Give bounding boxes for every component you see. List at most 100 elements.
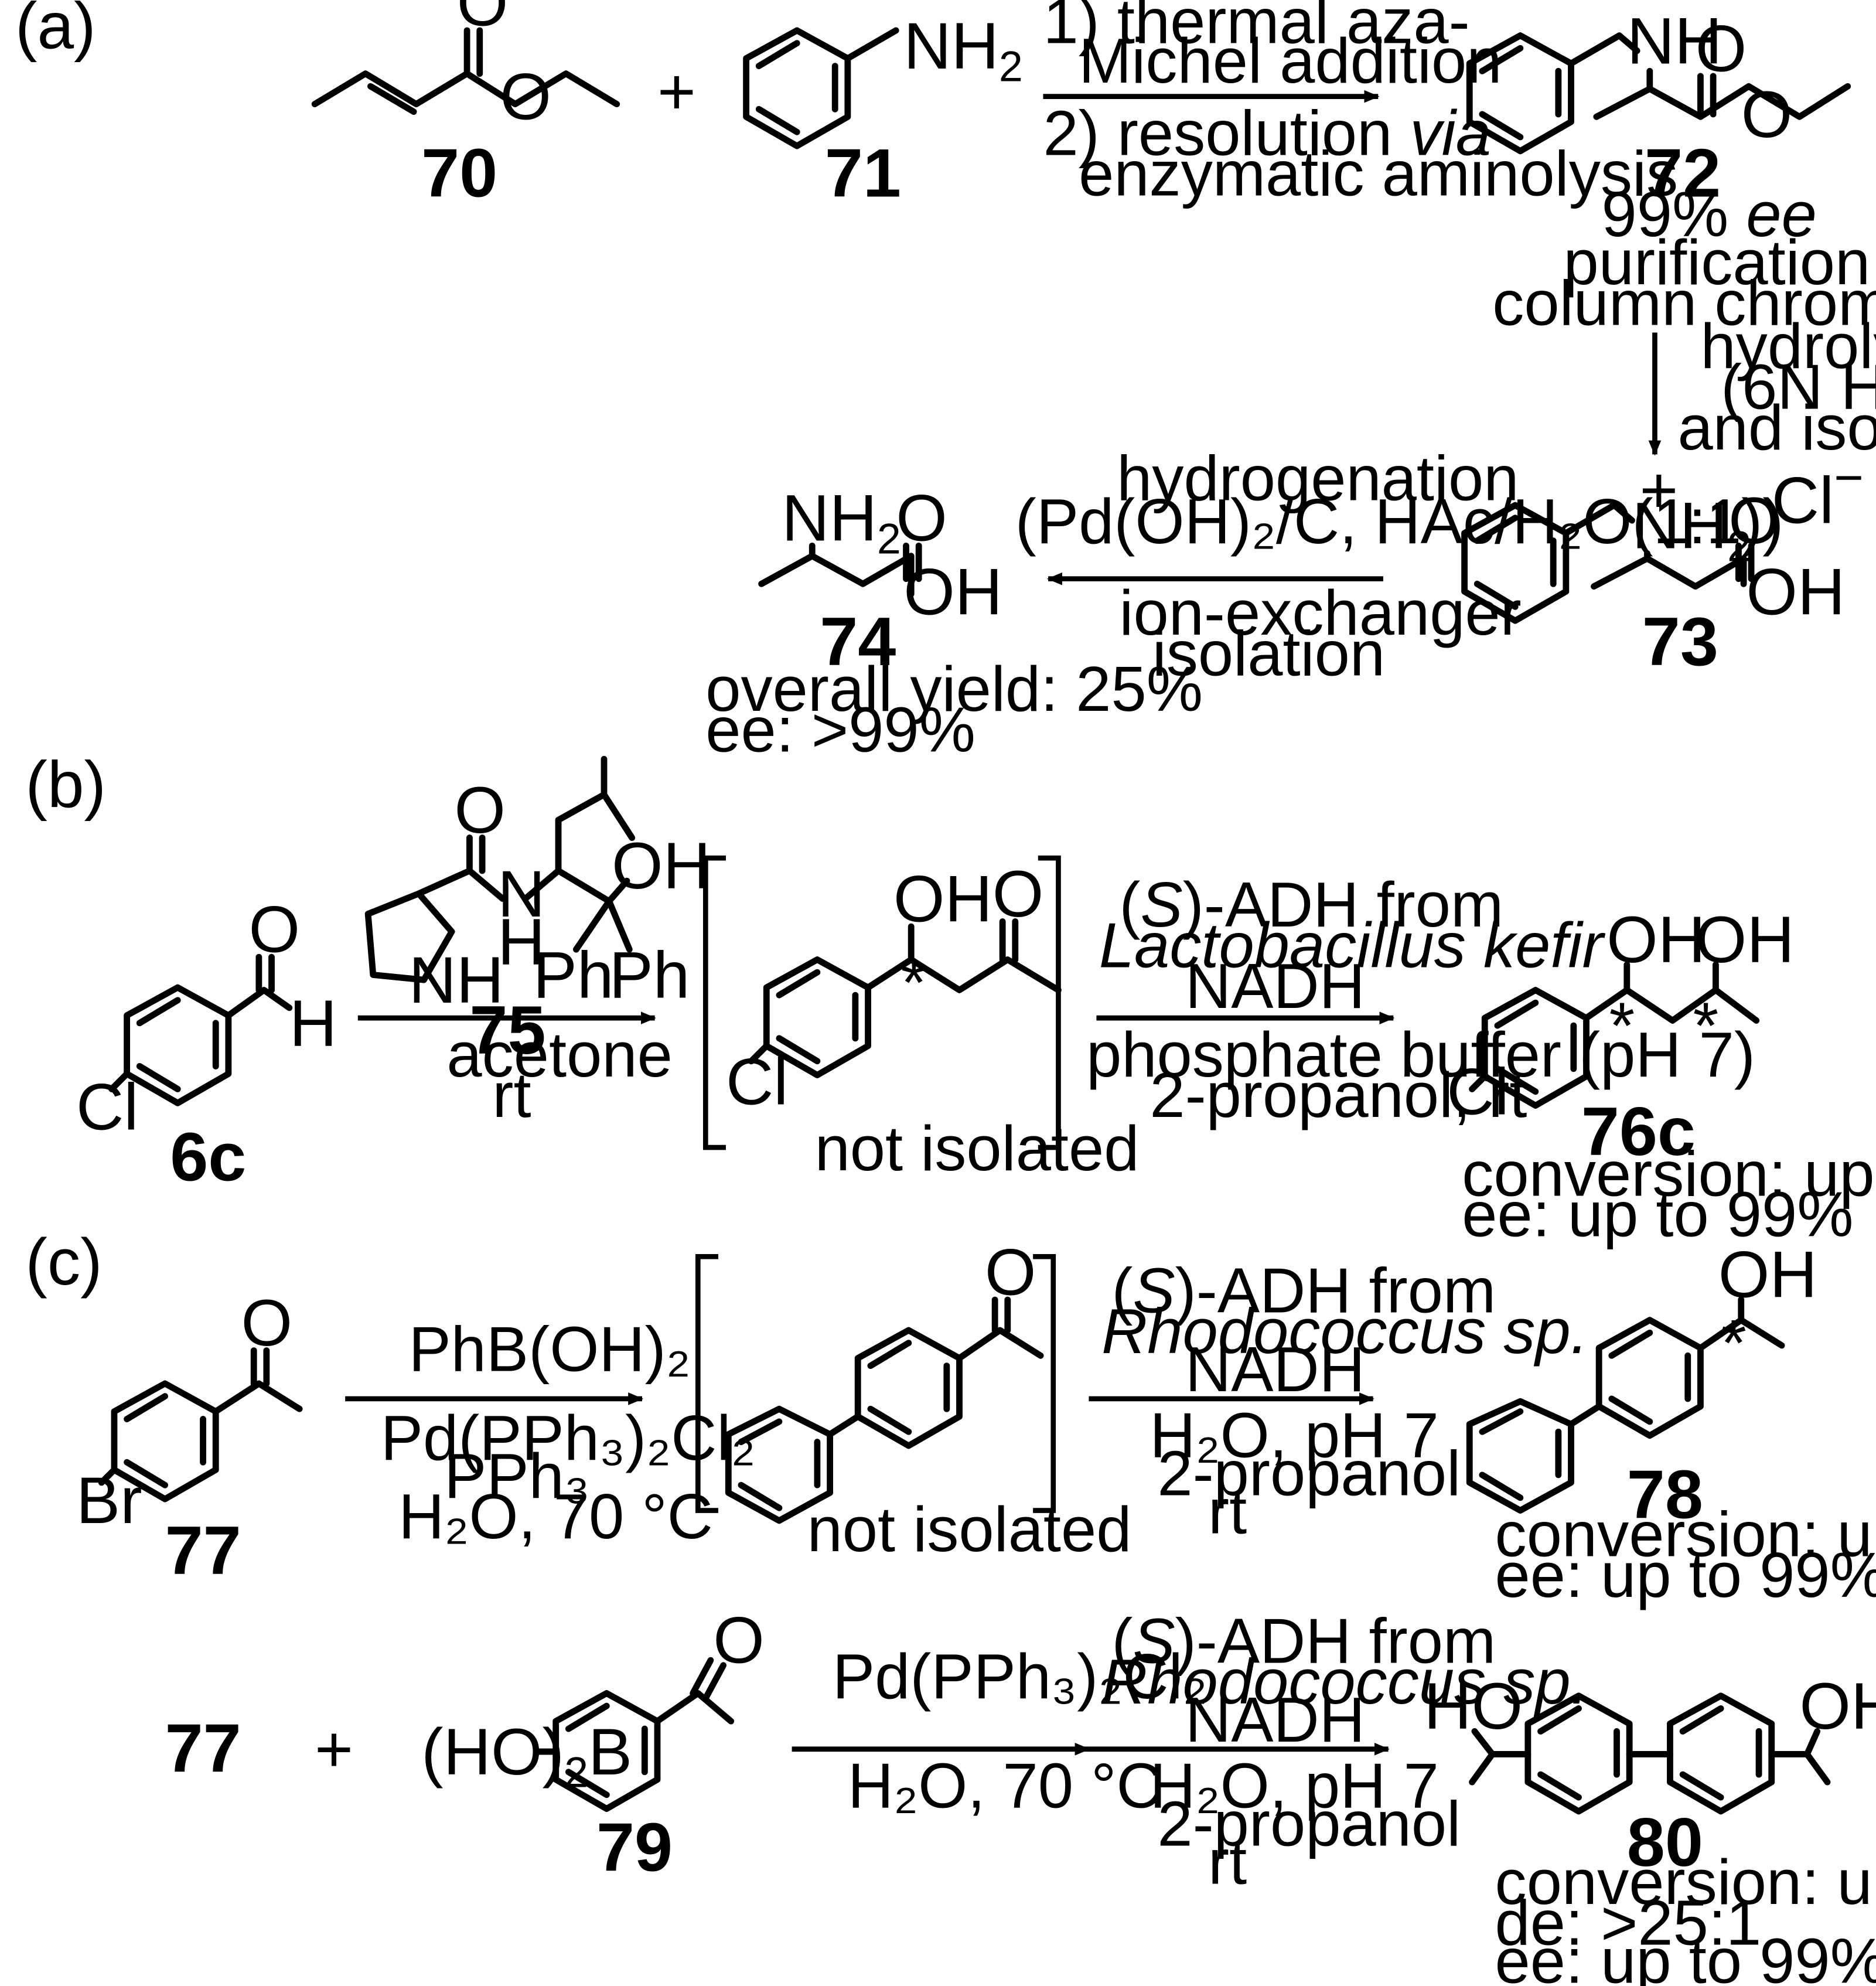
enz-c-line1: (S)-ADH from xyxy=(1111,1255,1496,1326)
atom-o-72a: O xyxy=(1696,11,1747,85)
ee-72: 99% ee xyxy=(1601,179,1816,250)
suz-c1-line1: PhB(OH)₂ xyxy=(408,1313,690,1384)
ee-76c: ee: up to 99% xyxy=(1462,1179,1853,1250)
atom-oh-int-b: OH xyxy=(893,862,992,936)
compound-72-label: 72 xyxy=(1645,135,1721,212)
compound-80-label: 80 xyxy=(1627,1804,1703,1881)
atom-o-70b: O xyxy=(500,60,551,134)
cond-a1-line1: 1) thermal aza- xyxy=(1043,0,1469,57)
panel-c-label: (c) xyxy=(25,1225,102,1299)
compound-73-label: 73 xyxy=(1642,603,1718,680)
atom-o-77: O xyxy=(241,1286,293,1360)
compound-73-structure xyxy=(1461,502,1755,624)
atom-nh2-71: NH2 xyxy=(903,9,1023,91)
atom-o-int-b: O xyxy=(992,857,1044,931)
cond-a2-line1: 2) resolution via xyxy=(1043,97,1491,168)
yield-74: overall yield: 25% xyxy=(705,653,1203,724)
plus-sign-a: + xyxy=(657,54,696,128)
enz-b-line1: (S)-ADH from xyxy=(1119,869,1503,940)
atom-o-75: O xyxy=(454,773,506,847)
ee-80: ee: up to 99% xyxy=(1495,1925,1876,1986)
compound-76c-structure xyxy=(1469,961,1760,1109)
not-isolated-c: not isolated xyxy=(807,1494,1132,1565)
atom-oh1-76c: OH xyxy=(1606,902,1706,976)
bracket-left-c xyxy=(695,1254,718,1513)
hydrolysis-line2: (6N HCl) xyxy=(1721,351,1876,422)
hydrolysis-line1: hydrolysis xyxy=(1700,311,1876,381)
purification-line2: column chromatography xyxy=(1492,267,1876,338)
atom-o-79: O xyxy=(713,1603,765,1677)
compound-71-label: 71 xyxy=(825,135,901,212)
purification-line1: purification via xyxy=(1564,227,1876,298)
atom-oh-73: OH xyxy=(1746,554,1845,628)
compound-75-structure xyxy=(364,755,636,983)
enz-b-line2: Lactobacillus kefir xyxy=(1099,909,1606,980)
atom-ph1-75: Ph xyxy=(533,938,614,1011)
enz-c-line6: rt xyxy=(1208,1476,1247,1547)
enz-c2-line1: (S)-ADH from xyxy=(1111,1605,1496,1676)
atom-oh2-76c: OH xyxy=(1696,902,1795,976)
atom-o-6c: O xyxy=(249,892,301,966)
panel-a-label: (a) xyxy=(15,0,96,62)
enz-b-line3: NADH xyxy=(1185,951,1365,1021)
compound-80-structure xyxy=(1469,1692,1831,1815)
atom-star2-76c: * xyxy=(1693,989,1718,1062)
atom-o-72b: O xyxy=(1741,77,1793,151)
atom-nh2-73: NH2 xyxy=(1632,489,1751,571)
compound-70-structure xyxy=(311,27,620,115)
compound-74-structure xyxy=(758,542,922,598)
atom-cl-76c: Cl xyxy=(1447,1055,1509,1129)
de-80: de: >25:1 xyxy=(1495,1887,1762,1958)
compound-78-structure xyxy=(1466,1296,1785,1514)
atom-nh-72: NH xyxy=(1627,4,1722,77)
compound-79-label: 79 xyxy=(596,1809,673,1886)
compound-71-structure xyxy=(743,27,899,149)
atom-o-74: O xyxy=(896,481,947,555)
atom-n-75: N xyxy=(497,857,545,931)
compound-70-label: 70 xyxy=(421,135,497,212)
cond-a2-line2: enzymatic aminolysis xyxy=(1079,138,1678,209)
atom-oh-78: OH xyxy=(1718,1238,1817,1311)
atom-star-int-b: * xyxy=(901,945,927,1019)
atom-star-78: * xyxy=(1721,1306,1747,1380)
atom-o-int-c: O xyxy=(985,1235,1036,1309)
compound-6c-structure xyxy=(108,953,293,1106)
atom-oh-74: OH xyxy=(903,554,1002,628)
cond-b1-line1: acetone xyxy=(446,1019,672,1090)
not-isolated-b: not isolated xyxy=(815,1113,1140,1184)
bracket-right-b xyxy=(1038,855,1061,1150)
atom-o-70a: O xyxy=(457,0,509,39)
atom-boron-79: (HO)2B xyxy=(421,1715,632,1797)
atom-o-73: O xyxy=(1728,483,1780,557)
suz-c1-line4: H₂O, 70 °C xyxy=(398,1481,713,1552)
suz-c2-line2: H₂O, 70 °C xyxy=(848,1750,1162,1821)
plus-sign-c: + xyxy=(315,1712,353,1786)
compound-78-label: 78 xyxy=(1627,1456,1703,1533)
compound-77-label: 77 xyxy=(165,1512,241,1589)
atom-nh-75: NH xyxy=(408,943,504,1017)
atom-oh-75: OH xyxy=(612,829,711,902)
compound-72-structure xyxy=(1466,32,1851,155)
enz-c-line4: H₂O, pH 7 xyxy=(1150,1400,1438,1471)
ion-exchange-line1: ion-exchanger xyxy=(1119,577,1521,648)
ee-78: ee: up to 99% xyxy=(1495,1539,1876,1610)
intermediate-c-structure xyxy=(725,1296,1044,1524)
compound-77-structure xyxy=(98,1347,303,1503)
enz-b-line5: 2-propanol, rt xyxy=(1150,1060,1527,1130)
compound-77b-label: 77 xyxy=(165,1710,241,1787)
chloride-73: Cl− xyxy=(1772,450,1864,537)
suz-c1-line3: PPh₃ xyxy=(444,1440,590,1511)
compound-74-label: 74 xyxy=(820,603,896,680)
cond-a1-line2: Michel addition xyxy=(1079,25,1502,96)
enz-c-line3: NADH xyxy=(1185,1334,1365,1405)
suz-c2-line1: Pd(PPh₃)₂Cl₂ xyxy=(833,1641,1208,1712)
intermediate-b-structure xyxy=(748,918,1062,1079)
atom-nh2-74: NH2 xyxy=(782,481,901,563)
hydrogenation-line2: (Pd(OH)₂/C, HAc/H₂O(1:1)) xyxy=(1015,486,1784,557)
enz-c2-line5: 2-propanol xyxy=(1157,1788,1461,1859)
atom-plus-73: + xyxy=(1639,453,1678,527)
atom-ph2-75: Ph xyxy=(609,938,690,1011)
atom-br-77: Br xyxy=(76,1463,142,1537)
atom-cl-int-b: Cl xyxy=(726,1044,788,1118)
